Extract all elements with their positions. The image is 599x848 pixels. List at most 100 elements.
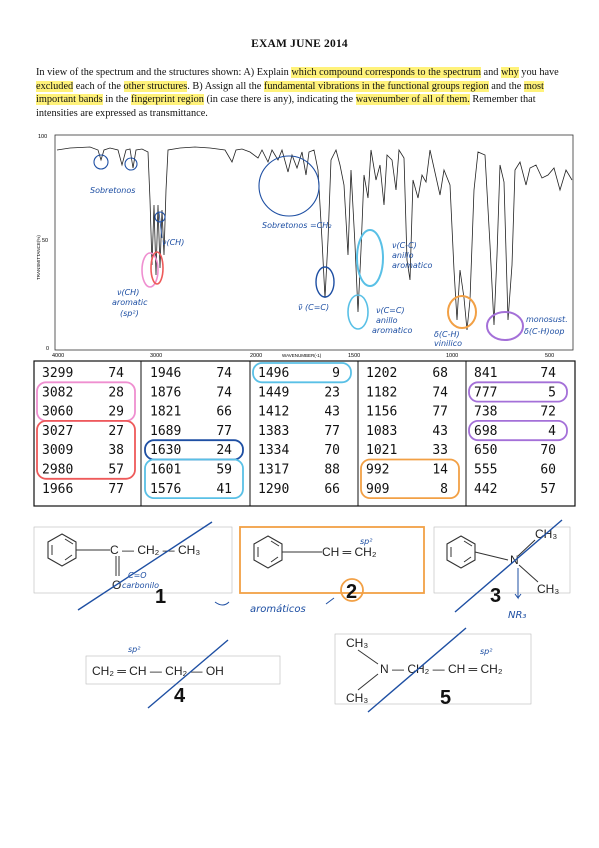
s4-sp2: sp²: [128, 645, 141, 654]
peak-transmittance: 70: [324, 443, 340, 458]
note-aromaticos: aromáticos: [250, 603, 306, 615]
peak-transmittance: 38: [108, 443, 124, 458]
peak-transmittance: 68: [432, 366, 448, 381]
peak-transmittance: 77: [432, 405, 448, 420]
peak-transmittance: 74: [108, 366, 124, 381]
structure-3: N CH₃ CH₃ 3 NR₃: [433, 519, 571, 621]
peak-transmittance: 9: [332, 366, 340, 381]
s1-note-co: C=O: [128, 571, 147, 580]
structure-1: C — CH₂ — CH₃ O C=O carbonilo 1: [33, 521, 233, 611]
s1-chain: C — CH₂ — CH₃: [110, 543, 200, 557]
peak-transmittance: 43: [432, 424, 448, 439]
note-dch-1: δ(C-H): [434, 330, 460, 339]
structure-2: CH ═ CH₂ sp² 2 aromáticos: [214, 526, 425, 615]
note-vcc-ring-3: aromatico: [392, 261, 433, 270]
peak-transmittance: 24: [216, 443, 232, 458]
peak-transmittance: 60: [540, 463, 556, 478]
x-tick-3000: 3000: [150, 353, 162, 359]
note-vcc: ν̃ (C=C): [298, 303, 329, 312]
s4-formula: CH₂ ═ CH — CH₂ — OH: [92, 664, 224, 678]
s1-cross-out: [77, 521, 213, 611]
note-vcc2-1: ν(C=C): [376, 306, 405, 315]
peak-transmittance: 77: [216, 424, 232, 439]
peak-wavenumber: 1689: [150, 424, 181, 439]
peak-wavenumber: 1821: [150, 405, 181, 420]
y-tick-50: 50: [42, 238, 48, 244]
overtone-circle-1: [93, 154, 109, 170]
peak-wavenumber: 841: [474, 366, 497, 381]
peak-wavenumber: 1182: [366, 385, 397, 400]
peak-transmittance: 70: [540, 443, 556, 458]
note-sobretonos: Sobretonos: [90, 186, 135, 195]
peak-wavenumber: 3082: [42, 385, 73, 400]
table-highlight-mark: [144, 458, 244, 499]
peak-wavenumber: 1876: [150, 385, 181, 400]
note-vch-arom-2: aromatic: [112, 298, 148, 307]
instructions-paragraph: In view of the spectrum and the structur…: [36, 67, 559, 119]
note-dch-2: vinilico: [434, 339, 462, 348]
peak-wavenumber: 992: [366, 463, 389, 478]
s5-ch3-b: CH₃: [346, 691, 368, 705]
peak-transmittance: 88: [324, 463, 340, 478]
peak-transmittance: 33: [432, 443, 448, 458]
s3-n: N: [510, 553, 519, 567]
peak-transmittance: 74: [432, 385, 448, 400]
peak-transmittance: 77: [108, 482, 124, 497]
peak-transmittance: 57: [108, 463, 124, 478]
peak-wavenumber: 1576: [150, 482, 181, 497]
peak-wavenumber: 1412: [258, 405, 289, 420]
peak-wavenumber: 1156: [366, 405, 397, 420]
table-highlight-mark: [252, 362, 352, 384]
peak-wavenumber: 3060: [42, 405, 73, 420]
peak-transmittance: 57: [540, 482, 556, 497]
note-mono-1: monosust.: [526, 315, 568, 324]
peak-wavenumber: 1290: [258, 482, 289, 497]
peak-wavenumber: 442: [474, 482, 497, 497]
peak-transmittance: 72: [540, 405, 556, 420]
peak-transmittance: 66: [324, 482, 340, 497]
s4-cross-out: [147, 639, 229, 709]
s4-number: 4: [174, 685, 186, 707]
table-highlight-mark: [36, 419, 136, 480]
peak-wavenumber: 1383: [258, 424, 289, 439]
table-highlight-mark: [468, 381, 568, 403]
s5-sp2: sp²: [480, 647, 493, 656]
peak-transmittance: 74: [216, 385, 232, 400]
note-vch-arom-3: (sp²): [120, 309, 139, 318]
spectrum-frame: [54, 134, 574, 351]
note-vcc2-3: aromatico: [372, 326, 413, 335]
s3-number: 3: [490, 585, 501, 607]
peak-wavenumber: 738: [474, 405, 497, 420]
peak-transmittance: 59: [216, 463, 232, 478]
note-vch: ν(CH): [162, 238, 184, 247]
y-axis-label: TRANSMITTANCE(%): [36, 235, 41, 280]
peak-wavenumber: 555: [474, 463, 497, 478]
x-tick-500: 500: [545, 353, 554, 359]
vcc-navy-circle: [315, 266, 335, 298]
s5-cross-out: [367, 627, 467, 713]
s2-number-circle: [340, 578, 364, 602]
peak-wavenumber: 1601: [150, 463, 181, 478]
structure-4: CH₂ ═ CH — CH₂ — OH sp² 4: [85, 639, 281, 709]
peak-transmittance: 41: [216, 482, 232, 497]
peak-transmittance: 5: [548, 385, 556, 400]
structure-5: CH₃ N — CH₂ — CH ═ CH₂ CH₃ sp² 5: [334, 627, 532, 713]
aliphatic-ch-red-circle: [150, 251, 164, 285]
peak-transmittance: 23: [324, 385, 340, 400]
s2-chain: CH ═ CH₂: [322, 545, 377, 559]
peak-transmittance: 4: [548, 424, 556, 439]
peak-transmittance: 43: [324, 405, 340, 420]
s1-number: 1: [155, 586, 166, 608]
peak-wavenumber: 1083: [366, 424, 397, 439]
monosubst-purple-circle: [486, 311, 524, 341]
peak-transmittance: 27: [108, 424, 124, 439]
s5-number: 5: [440, 687, 451, 709]
peak-wavenumber: 1630: [150, 443, 181, 458]
note-sobretonos-ch2: Sobretonos =CH₂: [262, 221, 332, 230]
peak-wavenumber: 1496: [258, 366, 289, 381]
peak-wavenumber: 1202: [366, 366, 397, 381]
s2-number: 2: [346, 581, 357, 603]
vinyl-orange-circle: [447, 295, 477, 329]
peak-wavenumber: 1449: [258, 385, 289, 400]
